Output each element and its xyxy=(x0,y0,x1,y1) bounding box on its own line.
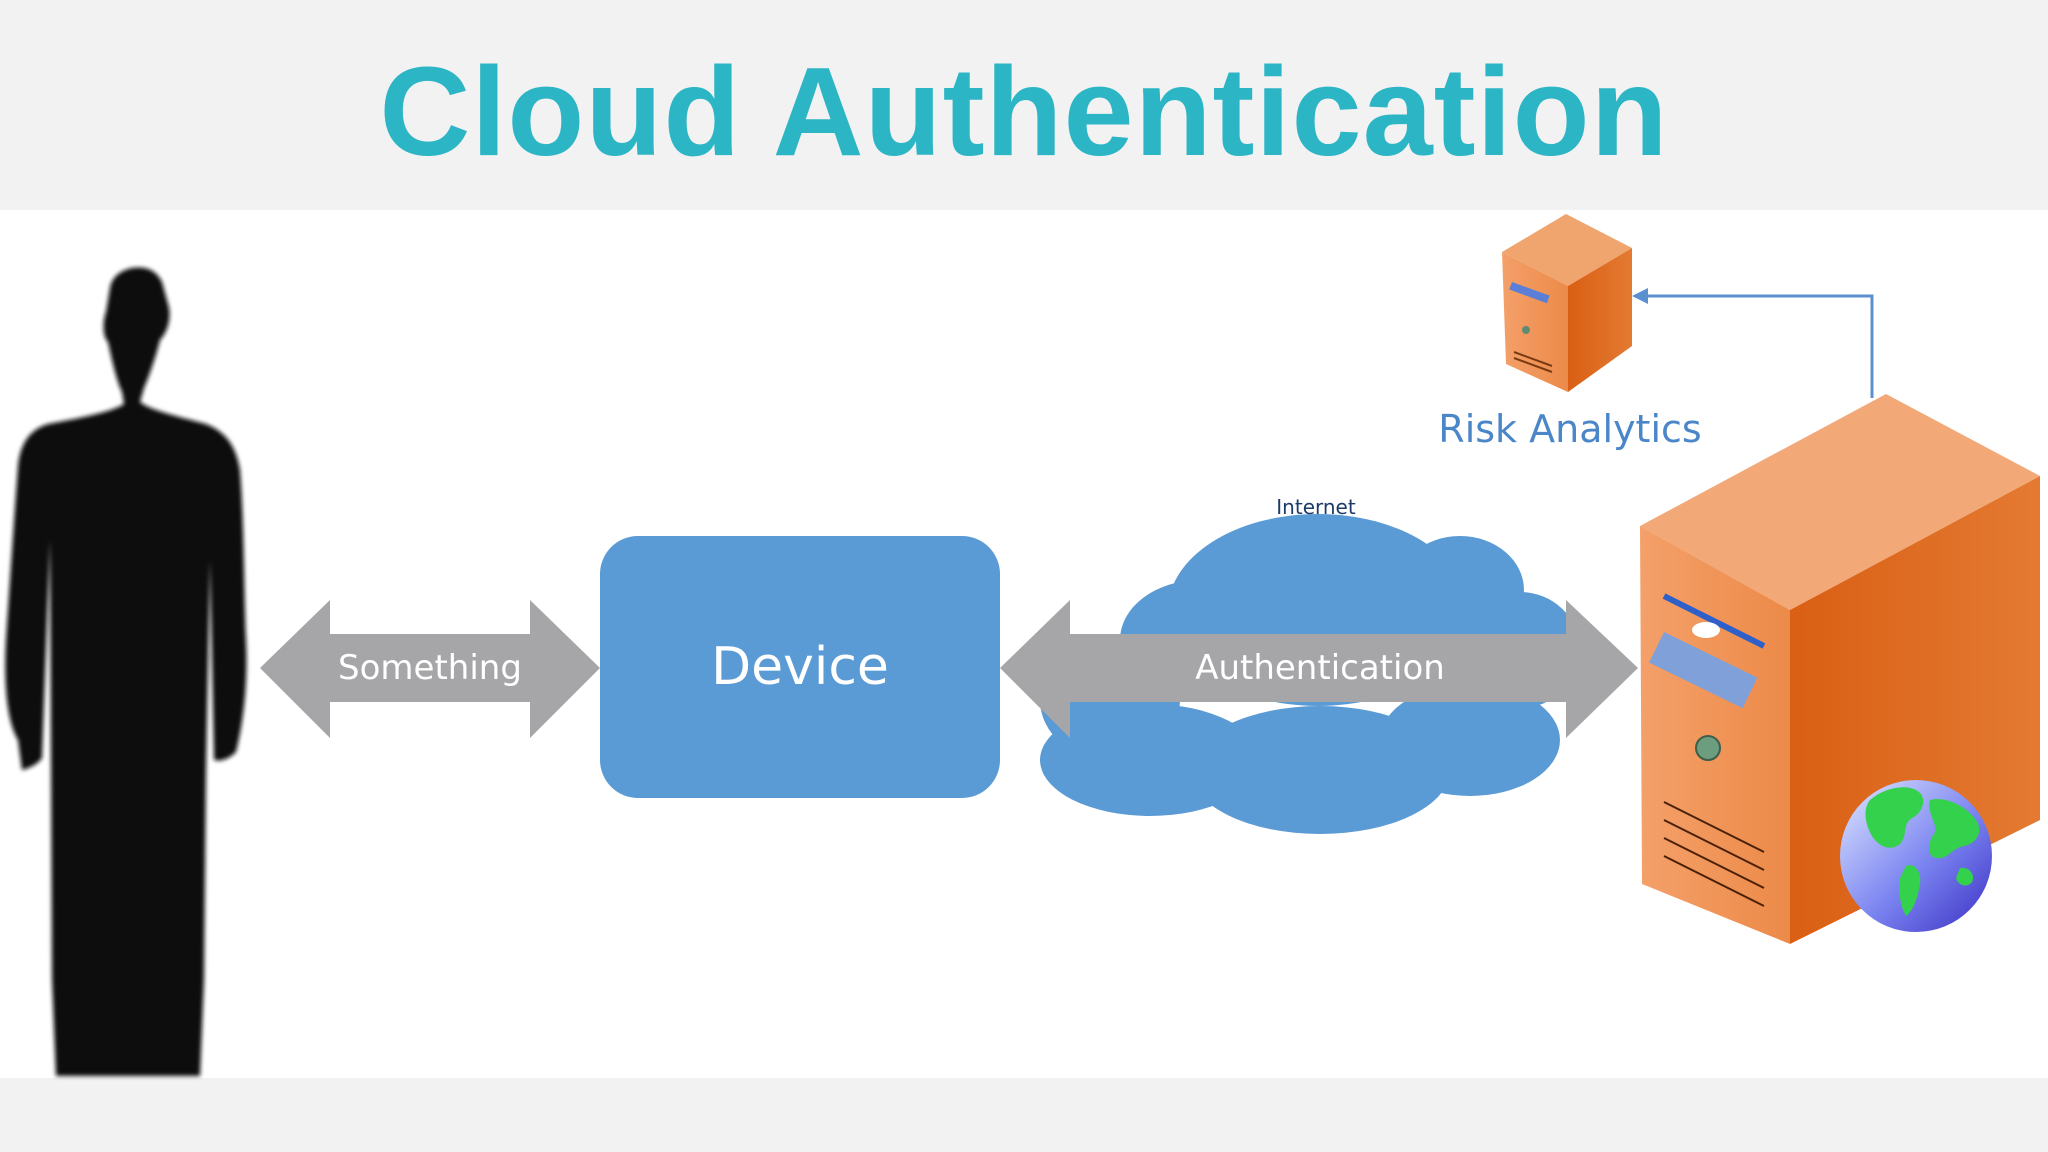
something-label: Something xyxy=(338,648,522,688)
title-bar: Cloud Authentication xyxy=(0,0,2048,210)
risk-analytics-server-icon xyxy=(1502,214,1632,392)
risk-analytics-label: Risk Analytics xyxy=(1438,407,1702,451)
globe-icon xyxy=(1840,780,1992,932)
authentication-label: Authentication xyxy=(1195,648,1445,688)
device-box xyxy=(600,536,1000,798)
authentication-double-arrow xyxy=(1000,600,1638,738)
internet-label: Internet xyxy=(1276,495,1356,519)
device-label: Device xyxy=(711,637,889,697)
risk-analytics-connector xyxy=(1632,288,1874,398)
page-title: Cloud Authentication xyxy=(379,41,1669,182)
person-silhouette-icon xyxy=(5,267,247,1076)
something-double-arrow xyxy=(260,600,600,738)
